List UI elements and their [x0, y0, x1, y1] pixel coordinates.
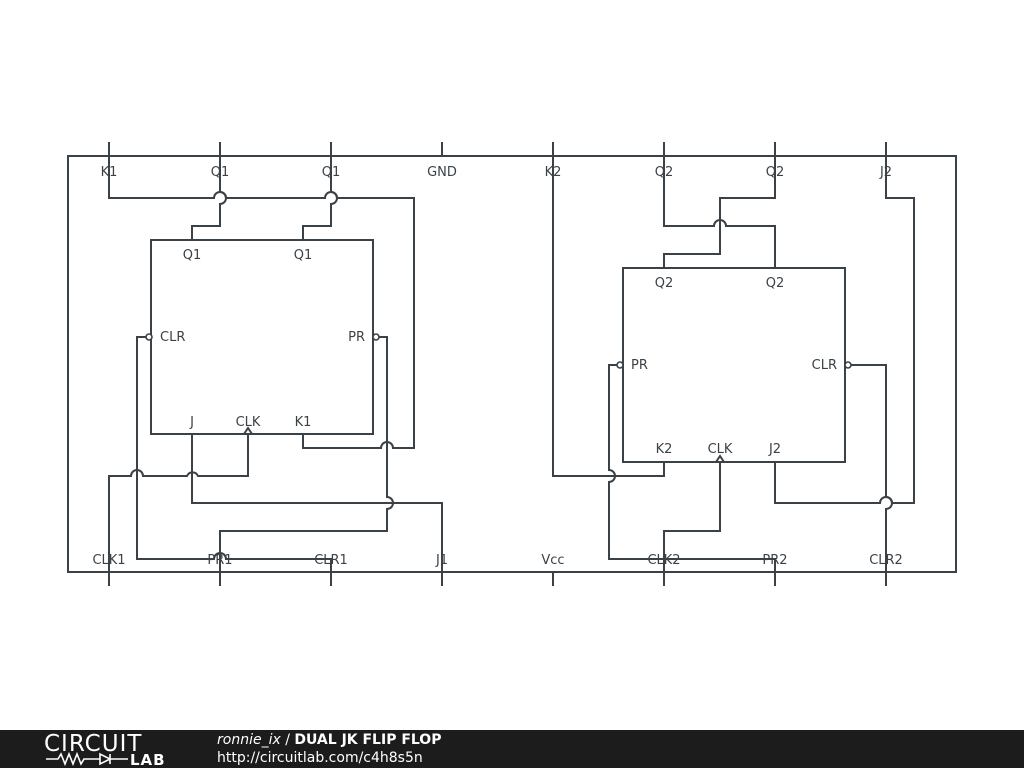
ff1-wires — [108, 156, 443, 572]
ff1-pr-bubble — [372, 333, 380, 341]
pin-label-vcc: Vcc — [541, 553, 564, 568]
ic-package-outline — [67, 155, 957, 573]
ff2-clr-label: CLR — [812, 358, 837, 373]
ff1-pr-label: PR — [348, 330, 365, 345]
ff2-clock-triangle — [715, 454, 725, 463]
footer-credit: ronnie_ix / DUAL JK FLIP FLOP — [217, 731, 441, 749]
logo-lab-text: LAB — [130, 751, 166, 769]
ff2-clr-bubble — [844, 361, 852, 369]
ff2-clk-label: CLK — [708, 442, 733, 457]
ff2-pr-bubble — [616, 361, 624, 369]
ff2-k-label: K2 — [656, 442, 673, 457]
author-name[interactable]: ronnie_ix — [217, 732, 281, 748]
ff1-qbar-label: Q1 — [294, 248, 313, 263]
bottom-pin-stubs — [108, 572, 887, 586]
pin-label-gnd: GND — [427, 165, 457, 180]
resistor-diode-icon — [46, 752, 128, 766]
circuit-url-link[interactable]: http://circuitlab.com/c4h8s5n — [217, 750, 423, 766]
ff2-pr-label: PR — [631, 358, 648, 373]
ff1-j-label: J — [189, 415, 194, 430]
ff1-clr-label: CLR — [160, 330, 185, 345]
ff2-q-label: Q2 — [655, 276, 674, 291]
circuit-title: DUAL JK FLIP FLOP — [294, 732, 442, 748]
credit-separator: / — [280, 732, 295, 748]
ff2-j-label: J2 — [768, 442, 781, 457]
top-pin-stubs — [108, 142, 887, 156]
ff1-clock-triangle — [243, 426, 253, 435]
ff1-clr-bubble — [145, 333, 153, 341]
schematic-canvas: K1 Q1 Q1 GND K2 Q2 Q2 J2 CLK1 PR1 CLR1 J… — [67, 142, 957, 586]
ff1-k-label: K1 — [295, 415, 312, 430]
ff2-wires — [552, 156, 915, 572]
footer-bar: CIRCUIT LAB ronnie_ix / DUAL JK FLIP FLO… — [0, 730, 1024, 768]
ff1-clk-label: CLK — [236, 415, 261, 430]
circuitlab-logo[interactable]: CIRCUIT LAB — [44, 732, 184, 768]
ff1-q-label: Q1 — [183, 248, 202, 263]
ff2-qbar-label: Q2 — [766, 276, 785, 291]
logo-wordmark: CIRCUIT — [44, 731, 143, 757]
